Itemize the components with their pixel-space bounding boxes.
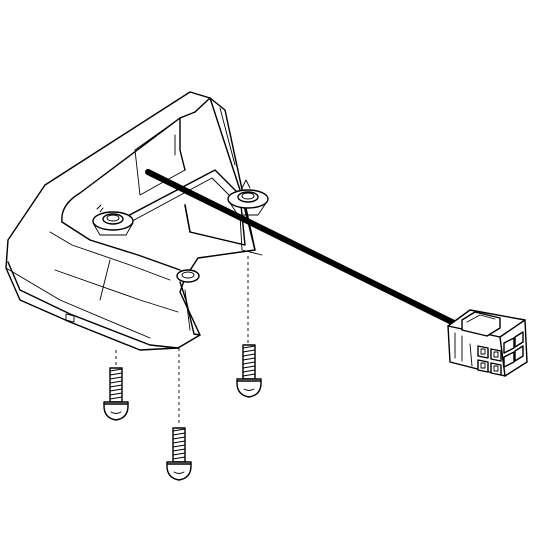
screw-left xyxy=(103,367,129,421)
connector-pins xyxy=(477,331,524,376)
housing xyxy=(5,91,269,351)
screw-middle xyxy=(166,427,192,481)
cable xyxy=(145,169,461,328)
alignment-lines xyxy=(115,256,249,425)
connector-6-pin xyxy=(447,309,528,377)
screw-right xyxy=(236,344,262,398)
